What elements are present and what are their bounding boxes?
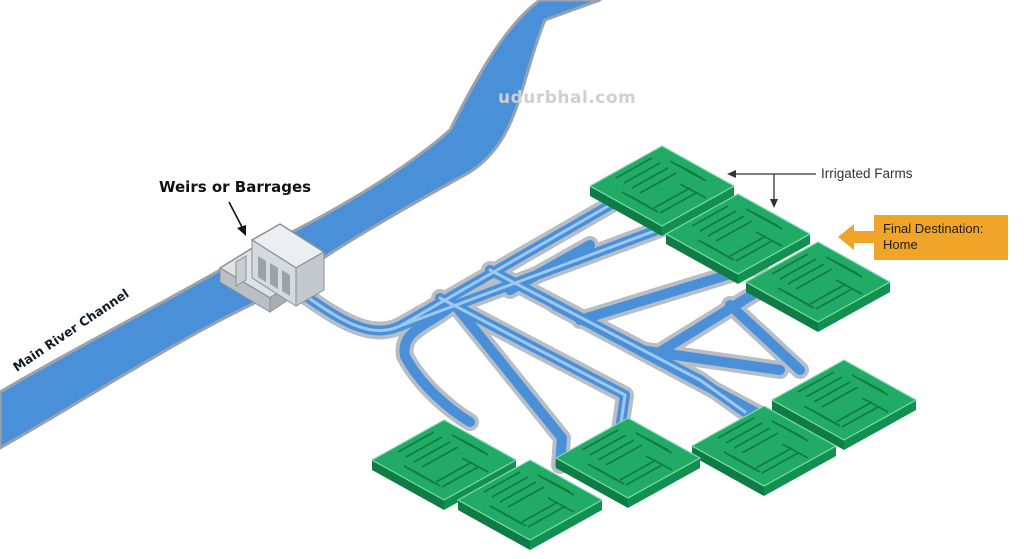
weirs-label: Weirs or Barrages — [159, 178, 312, 196]
weirs-arrow — [228, 201, 246, 236]
irrigated-farms-label: Irrigated Farms — [821, 166, 913, 181]
watermark: udurbhal.com — [498, 88, 637, 108]
final-destination-line1: Final Destination: — [883, 221, 984, 236]
final-destination-line2: Home — [883, 237, 918, 252]
farms-arrows — [727, 170, 816, 208]
final-destination-callout: Final Destination: Home — [874, 215, 1008, 260]
final-destination-arrow — [838, 224, 874, 250]
weir-structure — [218, 223, 326, 313]
